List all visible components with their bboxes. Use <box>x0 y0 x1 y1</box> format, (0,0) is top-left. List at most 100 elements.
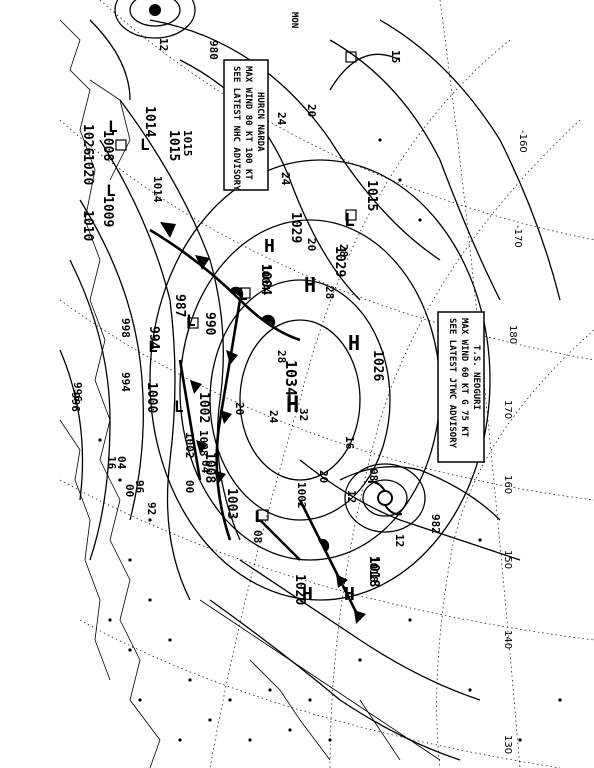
low-value: 1002 <box>196 392 211 423</box>
isobar-label: 16 <box>343 436 356 450</box>
isobar-label: 32 <box>297 408 310 421</box>
header-fragment: MON <box>289 12 299 28</box>
isobar-label: 00 <box>183 480 196 493</box>
low-value: 1000 <box>144 382 159 413</box>
isobar-label: 24 <box>279 172 292 186</box>
high-value: 1018 <box>366 556 381 587</box>
isobar-labels: 980 998 994 996 1002 1008 1002 20 24 28 … <box>69 38 442 583</box>
isobar-label: 996 <box>71 382 84 402</box>
isobar-label: 994 <box>119 372 132 392</box>
low-value: 1026 <box>80 124 95 155</box>
lon-label: 140 <box>502 630 513 649</box>
low-value: 1004 <box>258 264 273 295</box>
high-value: 1034 <box>282 360 300 396</box>
isobar-label: 20 <box>317 470 330 483</box>
high-marker: H <box>304 273 316 297</box>
advisory-line: MAX WIND 60 KT G 75 KT <box>459 318 469 438</box>
low-value: 1003 <box>224 488 239 519</box>
low-value: 1009 <box>100 196 115 227</box>
isobar-label: 982 <box>429 514 442 534</box>
isobar-label: 12 <box>157 38 170 51</box>
hurricane-icon <box>149 4 161 16</box>
high-value: 1029 <box>332 246 347 277</box>
high-marker: H <box>348 331 360 355</box>
graticule <box>59 0 594 768</box>
isobar-label: 12 <box>393 534 406 547</box>
lon-label: 180 <box>507 325 518 344</box>
isobar-label: 04 <box>115 456 128 470</box>
low-marker: L <box>140 135 150 154</box>
isobar-label: 1014 <box>151 176 164 203</box>
advisory-line: HURCN NARDA <box>255 92 265 152</box>
high-marker: H <box>302 584 313 605</box>
high-marker: H <box>344 584 355 605</box>
isobar-label: 1018 <box>367 556 380 583</box>
pressure-centers: H 1034 H 1026 H 1029 H 1029 H 1020 H 101… <box>80 106 385 605</box>
low-value: 1010 <box>80 210 95 241</box>
isobar-label: 04 <box>199 460 212 474</box>
longitude-labels: -160 -170 180 170 160 150 140 130 <box>502 130 528 754</box>
isobar-label: 1008 <box>197 430 210 457</box>
lon-label: 130 <box>502 735 513 754</box>
isobar-label: 24 <box>267 410 280 424</box>
isobar-label: 998 <box>119 318 132 338</box>
low-value: 987 <box>172 294 187 317</box>
low-value: 1008 <box>202 452 217 483</box>
lon-label: -170 <box>512 225 523 248</box>
lon-label: 170 <box>502 400 513 419</box>
low-marker: L <box>238 285 248 304</box>
isobar-label: 00 <box>123 484 136 497</box>
isobar-label: 96 <box>133 480 146 494</box>
advisory-line: T.S. NEOGURI <box>471 345 481 410</box>
low-marker: L <box>186 311 196 330</box>
isobar-label: 20 <box>305 238 318 251</box>
advisory-line: SEE LATEST NHC ADVISORY <box>231 66 241 191</box>
advisory-line: SEE LATEST JTWC ADVISORY <box>447 318 457 449</box>
isobar-label: 1004 <box>259 264 272 291</box>
low-value: 1015 <box>364 180 379 211</box>
isobar-label: 20 <box>305 104 318 117</box>
isobar-label: 28 <box>275 350 288 363</box>
low-value: 1008 <box>100 130 115 161</box>
isobar-label: 24 <box>275 112 288 126</box>
storm-markers <box>115 51 357 521</box>
low-marker: L <box>174 397 184 416</box>
isobar-label: 996 <box>69 392 82 412</box>
lon-label: 160 <box>502 475 513 494</box>
isobar-label: 16 <box>105 456 118 470</box>
isobar-label: 92 <box>145 502 158 515</box>
isobar-label: 1002 <box>295 482 308 509</box>
lon-label: 150 <box>502 550 513 569</box>
low-value: 1014 <box>142 106 157 137</box>
low-marker: L <box>148 337 158 356</box>
low-marker: L <box>106 181 116 200</box>
high-value: 1020 <box>292 574 307 605</box>
coastlines <box>59 19 441 768</box>
low-marker: L <box>254 507 264 526</box>
isobar-label: 20 <box>233 402 246 415</box>
isobar-label: 28 <box>337 244 350 257</box>
high-marker: H <box>286 393 299 418</box>
isobar-label: 980 <box>207 40 220 60</box>
isobar-label: 12 <box>345 490 358 503</box>
high-marker: H <box>264 236 275 257</box>
isobars <box>59 0 561 761</box>
isobar-label: 08 <box>251 530 264 543</box>
low-value: 990 <box>202 312 217 336</box>
advisory-line: MAX WIND 80 KT 100 KT <box>243 66 253 180</box>
advisory-box-neoguri: T.S. NEOGURI MAX WIND 60 KT G 75 KT SEE … <box>437 311 485 463</box>
low-value: 1015 <box>166 130 181 161</box>
isobar-label: 1002 <box>183 432 196 459</box>
low-marker: L <box>108 117 118 136</box>
isobar-label: 08 <box>367 468 380 481</box>
low-value: 1020 <box>80 154 95 185</box>
high-value: 1029 <box>288 212 303 243</box>
isobar-label: 28 <box>323 286 336 299</box>
isobar-label: 15 <box>389 50 402 63</box>
low-value: 994 <box>146 326 161 350</box>
lon-label: -160 <box>517 130 528 153</box>
high-value: 1026 <box>370 350 385 381</box>
isobar-label: 1015 <box>181 130 194 157</box>
tropical-storm-icon <box>367 480 403 516</box>
